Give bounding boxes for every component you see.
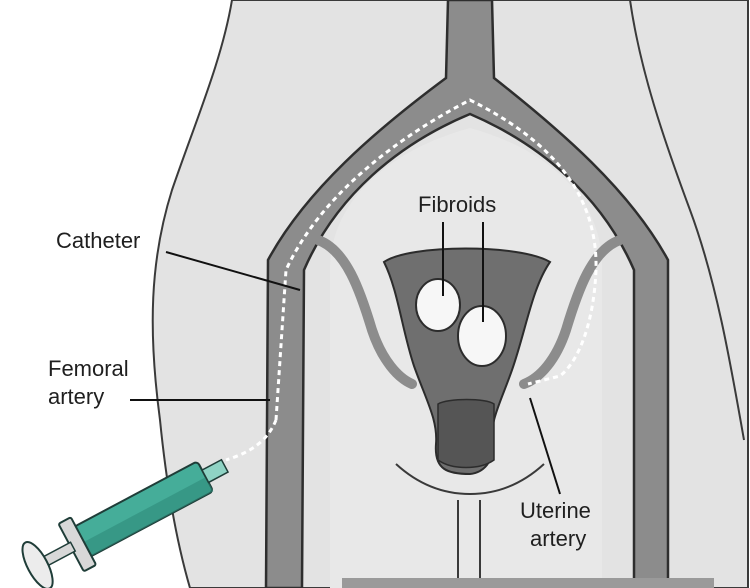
fibroids-label: Fibroids <box>418 192 496 217</box>
uterine-label-line1: Uterine <box>520 498 591 523</box>
cervix <box>438 400 494 468</box>
uterine-label-line2: artery <box>530 526 586 551</box>
femoral-label-line1: Femoral <box>48 356 129 381</box>
adjacent-image-edge <box>342 578 714 588</box>
catheter-label: Catheter <box>56 228 140 253</box>
femoral-label-line2: artery <box>48 384 104 409</box>
fibroid-left <box>416 279 460 331</box>
